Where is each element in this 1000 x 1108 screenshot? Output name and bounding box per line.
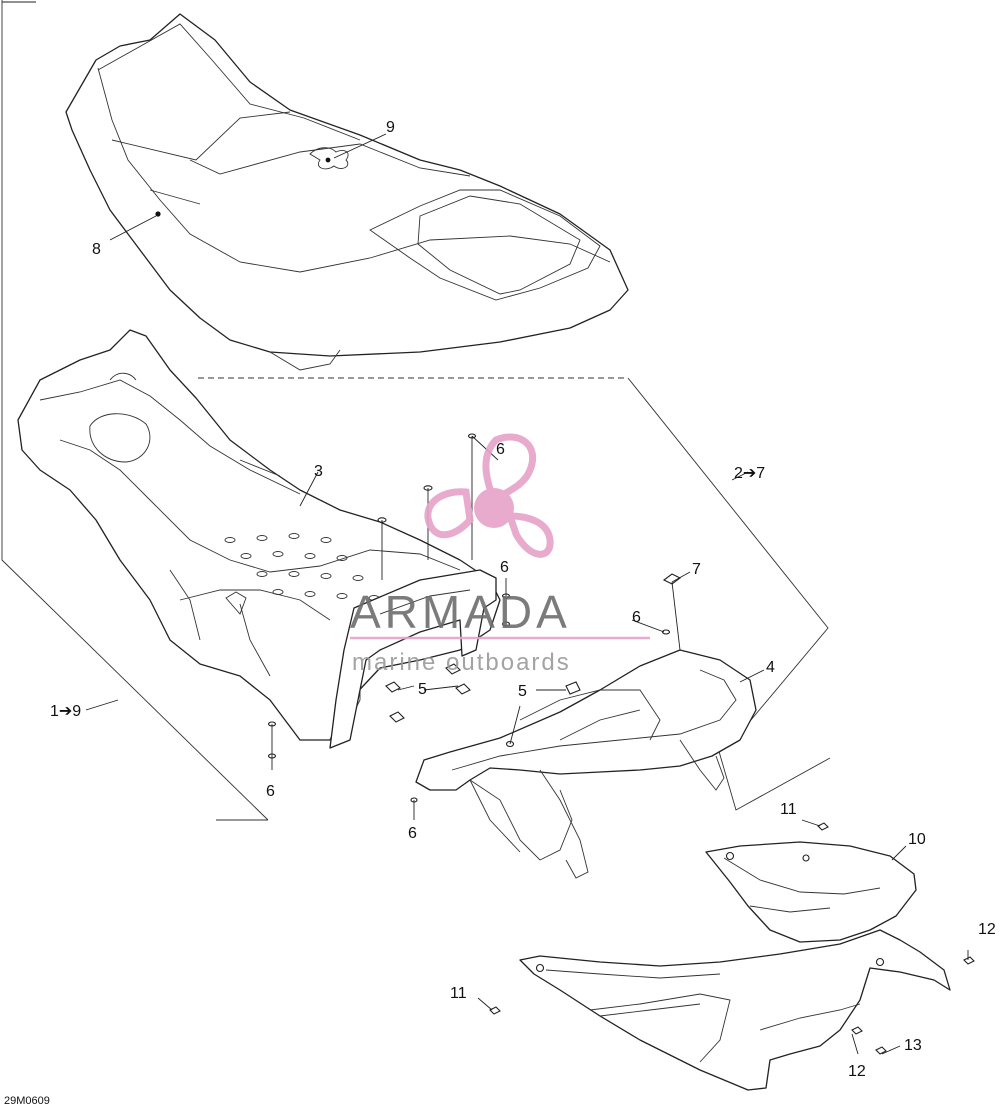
- watermark: ARMADA marine outboards: [350, 433, 650, 676]
- callout-4: 4: [766, 659, 775, 676]
- propeller-logo-icon: [424, 433, 554, 558]
- seat-part: [65, 13, 629, 371]
- watermark-tagline: marine outboards: [352, 649, 571, 676]
- group-bracket-2-7: [198, 377, 831, 811]
- callout-6-right: 6: [632, 609, 641, 626]
- fasteners: [267, 433, 975, 1055]
- group-label-2-7: 2➔7: [734, 465, 765, 482]
- group-label-1-9: 1➔9: [50, 703, 81, 720]
- callout-12-right: 12: [978, 921, 996, 938]
- watermark-brand: ARMADA: [350, 586, 571, 638]
- seat-handle-emblem: [309, 147, 349, 170]
- seat-mark-dot: [155, 211, 161, 217]
- callout-12-bottom: 12: [848, 1063, 866, 1080]
- callout-5-left: 5: [418, 681, 427, 698]
- callout-6-bottom: 6: [408, 825, 417, 842]
- callout-7: 7: [692, 561, 701, 578]
- callout-6-mid: 6: [500, 559, 509, 576]
- callout-8: 8: [92, 241, 101, 258]
- callout-11-lower: 11: [450, 985, 467, 1002]
- upper-panel-part: [705, 841, 917, 943]
- callout-5-right: 5: [518, 683, 527, 700]
- lower-panel-part: [519, 929, 951, 1091]
- callout-13: 13: [904, 1037, 922, 1054]
- callout-6-top: 6: [496, 441, 505, 458]
- callout-3: 3: [314, 463, 323, 480]
- callout-labels: 9 8 3 6 6 6 7 4 5 5 6 6 11 10 11 12 12 1…: [50, 119, 996, 1080]
- group-bracket-1-9: [1, 0, 269, 821]
- grab-handle-part: [415, 649, 757, 879]
- reference-code: 29M0609: [4, 1095, 50, 1107]
- callout-10: 10: [908, 831, 926, 848]
- callout-6-left: 6: [266, 783, 275, 800]
- callout-9: 9: [386, 119, 395, 136]
- latch-bracket: [329, 569, 497, 749]
- callout-11-upper: 11: [780, 801, 797, 818]
- seat-base-holes: [224, 533, 380, 601]
